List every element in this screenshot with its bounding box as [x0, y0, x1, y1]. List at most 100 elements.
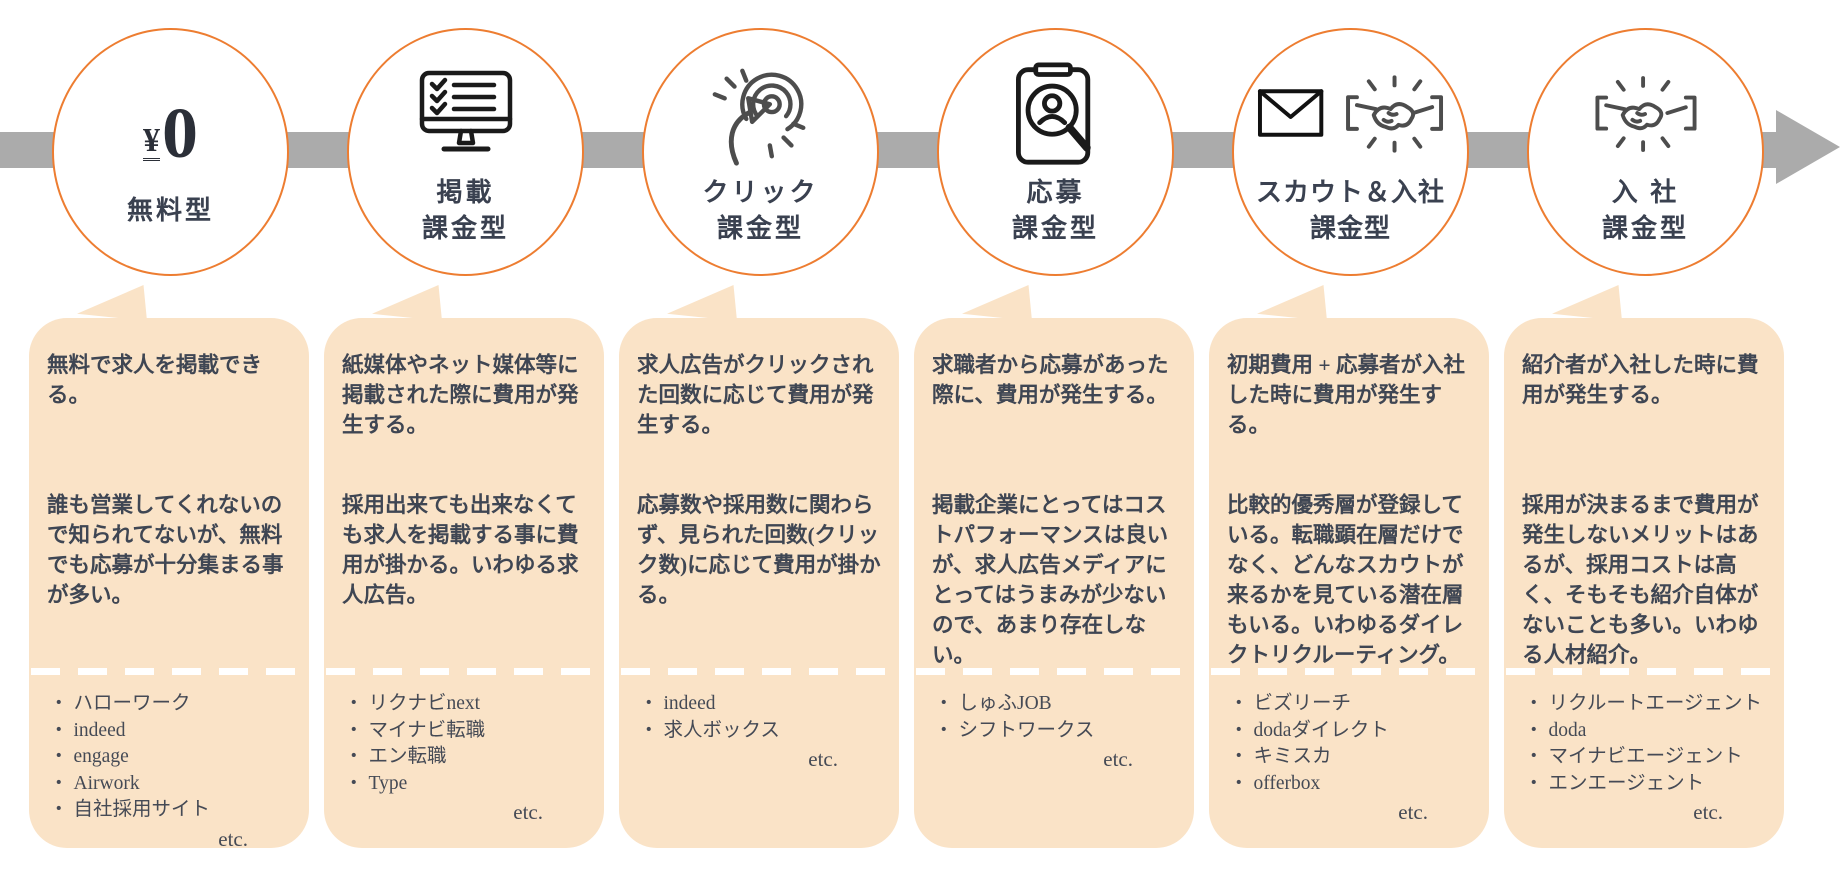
examples-list: ・しゅふJOB・シフトワークス etc.	[934, 691, 1181, 773]
example-item: ・doda	[1524, 718, 1771, 745]
description-secondary: 採用が決まるまで費用が発生しないメリットはあるが、採用コストは高く、そもそも紹介…	[1522, 493, 1759, 667]
example-name: マイナビ転職	[368, 719, 486, 741]
example-item: ・リクルートエージェント	[1524, 691, 1771, 718]
stage-circle-posting: 掲載 課金型	[347, 28, 584, 276]
bullet-glyph: ・	[49, 746, 69, 767]
example-name: offerbox	[1253, 772, 1321, 794]
etc-label: etc.	[513, 800, 543, 824]
description-primary: 初期費用 + 応募者が入社した時に費用が発生する。	[1227, 353, 1466, 437]
example-item: ・Airwork	[49, 771, 296, 798]
mail-handshake-icon	[1257, 59, 1445, 171]
speech-bubble-card-posting: 紙媒体やネット媒体等に掲載された際に費用が発生する。 採用出来ても出来なくても求…	[324, 318, 604, 848]
speech-bubble-card-application: 求職者から応募があった際に、費用が発生する。 掲載企業にとってはコストパフォーマ…	[914, 318, 1194, 848]
examples-list: ・ビズリーチ・dodaダイレクト・キミスカ・offerbox etc.	[1229, 691, 1476, 826]
example-name: ハローワーク	[73, 693, 191, 714]
description-secondary: 誰も営業してくれないので知られてないが、無料でも応募が十分集まる事が多い。	[47, 493, 284, 607]
example-name: キミスカ	[1253, 746, 1332, 767]
example-name: エン転職	[368, 746, 447, 767]
bullet-glyph: ・	[49, 693, 69, 714]
description-primary: 無料で求人を掲載できる。	[47, 353, 263, 407]
click-target-icon	[707, 59, 815, 171]
stage-title-click: クリック 課金型	[702, 178, 819, 243]
example-item: ・Type	[344, 771, 591, 798]
timeline-arrow	[0, 132, 1778, 168]
stage-title-posting: 掲載 課金型	[421, 178, 509, 243]
example-item: ・シフトワークス	[934, 718, 1181, 745]
stage-circle-application: 応募 課金型	[937, 28, 1174, 276]
example-name: 自社採用サイト	[73, 799, 211, 820]
example-item: ・マイナビ転職	[344, 718, 591, 745]
example-name: マイナビエージェント	[1548, 746, 1743, 767]
description-primary: 紙媒体やネット媒体等に掲載された際に費用が発生する。	[342, 353, 579, 437]
handshake-icon	[1578, 59, 1714, 171]
example-item: ・エン転職	[344, 744, 591, 771]
etc-label: etc.	[1398, 800, 1428, 824]
bullet-glyph: ・	[1229, 746, 1249, 767]
example-item: ・engage	[49, 744, 296, 771]
bubble-tail	[1257, 285, 1327, 321]
description-primary: 求職者から応募があった際に、費用が発生する。	[932, 353, 1169, 407]
example-item: ・自社採用サイト	[49, 797, 296, 824]
stage-circle-free: ¥ 0 無料型	[52, 28, 289, 276]
bullet-glyph: ・	[49, 772, 69, 794]
example-name: engage	[73, 746, 129, 767]
etc-label: etc.	[808, 747, 838, 771]
examples-list: ・ハローワーク・indeed・engage・Airwork・自社採用サイト et…	[49, 691, 296, 852]
bullet-glyph: ・	[934, 719, 954, 741]
example-name: indeed	[663, 693, 716, 714]
dashed-separator	[1506, 668, 1782, 675]
example-name: 求人ボックス	[663, 719, 780, 741]
description-primary: 紹介者が入社した時に費用が発生する。	[1522, 353, 1759, 407]
description-secondary: 比較的優秀層が登録している。転職顕在層だけでなく、どんなスカウトが来るかを見てい…	[1227, 493, 1464, 667]
dashed-separator	[326, 668, 602, 675]
etc-label: etc.	[218, 826, 248, 851]
stage-title-free: 無料型	[126, 196, 214, 225]
stage-circle-hire: 入 社 課金型	[1527, 28, 1764, 276]
example-item: ・マイナビエージェント	[1524, 744, 1771, 771]
stage-title-scout-hire: スカウト＆入社 課金型	[1255, 178, 1445, 243]
bullet-glyph: ・	[49, 799, 69, 820]
bullet-glyph: ・	[49, 719, 69, 741]
example-name: リクナビnext	[368, 693, 481, 714]
speech-bubble-card-scout-hire: 初期費用 + 応募者が入社した時に費用が発生する。 比較的優秀層が登録している。…	[1209, 318, 1489, 848]
example-item: ・エンエージェント	[1524, 771, 1771, 798]
examples-list: ・リクルートエージェント・doda・マイナビエージェント・エンエージェント et…	[1524, 691, 1771, 826]
description-secondary: 応募数や採用数に関わらず、見られた回数(クリック数)に応じて費用が掛かる。	[637, 493, 881, 607]
zero-value: 0	[162, 93, 198, 173]
dashed-separator	[916, 668, 1192, 675]
examples-list: ・indeed・求人ボックス etc.	[639, 691, 886, 773]
example-name: Type	[368, 772, 408, 794]
example-name: エンエージェント	[1548, 772, 1705, 794]
example-item: ・リクナビnext	[344, 691, 591, 718]
bullet-glyph: ・	[344, 719, 364, 741]
example-item: ・dodaダイレクト	[1229, 718, 1476, 745]
example-name: シフトワークス	[958, 719, 1095, 741]
example-item: ・ハローワーク	[49, 691, 296, 718]
example-item: ・ビズリーチ	[1229, 691, 1476, 718]
speech-bubble-card-click: 求人広告がクリックされた回数に応じて費用が発生する。 応募数や採用数に関わらず、…	[619, 318, 899, 848]
bullet-glyph: ・	[1524, 693, 1544, 714]
bullet-glyph: ・	[1229, 719, 1249, 741]
example-name: リクルートエージェント	[1548, 693, 1763, 714]
bubble-tail	[962, 285, 1032, 321]
bullet-glyph: ・	[1524, 746, 1544, 767]
speech-bubble-card-free: 無料で求人を掲載できる。 誰も営業してくれないので知られてないが、無料でも応募が…	[29, 318, 309, 851]
etc-label: etc.	[1693, 800, 1723, 824]
bubble-tail	[667, 285, 737, 321]
bubble-tail	[372, 285, 442, 321]
monitor-checklist-icon	[416, 59, 516, 171]
dashed-separator	[31, 668, 307, 675]
bubble-tail	[1552, 285, 1622, 321]
example-name: しゅふJOB	[958, 693, 1052, 714]
example-item: ・しゅふJOB	[934, 691, 1181, 718]
speech-bubble-card-hire: 紹介者が入社した時に費用が発生する。 採用が決まるまで費用が発生しないメリットは…	[1504, 318, 1784, 848]
bullet-glyph: ・	[1524, 772, 1544, 794]
bullet-glyph: ・	[344, 746, 364, 767]
description-primary: 求人広告がクリックされた回数に応じて費用が発生する。	[637, 353, 874, 437]
example-item: ・indeed	[49, 718, 296, 745]
example-name: Airwork	[73, 772, 140, 794]
dashed-separator	[1211, 668, 1487, 675]
yen-symbol: ¥	[143, 122, 160, 161]
timeline-arrowhead-icon	[1776, 110, 1840, 184]
